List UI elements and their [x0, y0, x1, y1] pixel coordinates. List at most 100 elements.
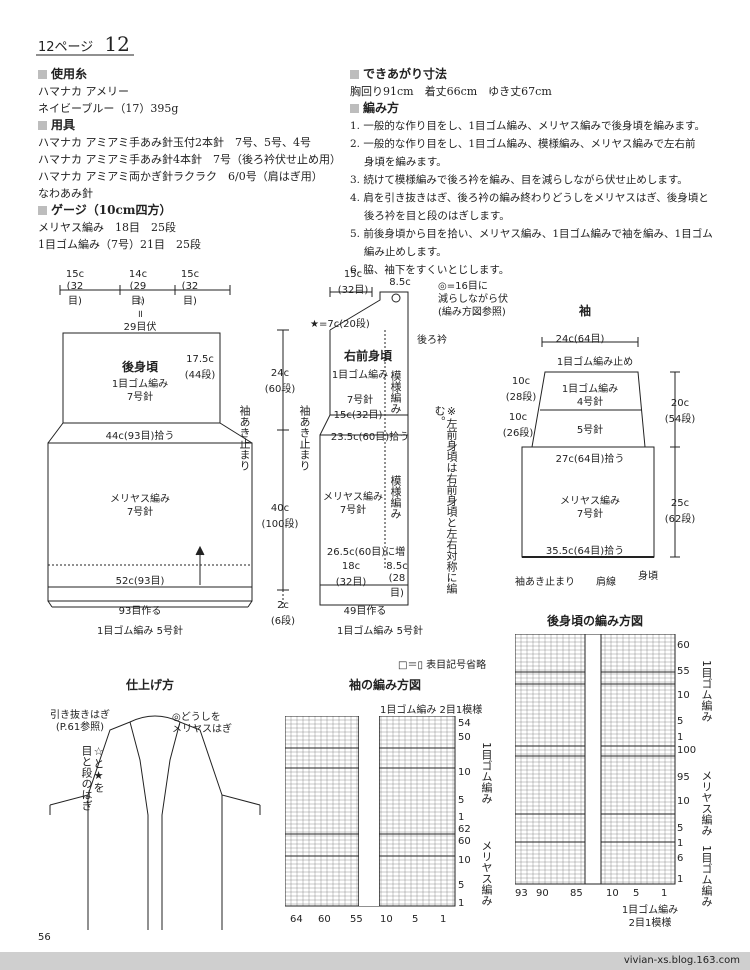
- sl-col-55: 55: [350, 914, 363, 925]
- gauge-line-2: 1目ゴム編み（7号）21目 25段: [38, 238, 201, 251]
- sl-row-54: 54: [458, 718, 471, 729]
- back-chart-title: 後身頃の編み方図: [546, 614, 643, 628]
- front-32st: (32目): [335, 577, 367, 588]
- reduce-note: ◎=16目に 減らしながら伏 (編み方図参照): [438, 281, 508, 318]
- dim-24c: 24c: [270, 368, 290, 379]
- method-step: 2. 一般的な作り目をし、1目ゴム編み、模様編み、メリヤス編みで左右前: [350, 138, 696, 150]
- front-rib-bottom: 1目ゴム編み 5号針: [337, 626, 423, 637]
- bk-col-90: 90: [536, 888, 549, 899]
- bk-mer-label: メリヤス編み: [700, 770, 713, 836]
- sl-col-64: 64: [290, 914, 303, 925]
- sl-row-60: 60: [458, 836, 471, 847]
- shoulder-line: 肩線: [596, 577, 616, 588]
- bk-col-93: 93: [515, 888, 528, 899]
- sleeve-rib: 1目ゴム編み: [561, 384, 619, 395]
- page-label: 12ページ: [38, 40, 94, 55]
- tools-line-1: ハマナカ アミアミ手あみ針玉付2本針 7号、5号、4号: [38, 136, 312, 149]
- front-w85: 8.5c: [389, 277, 411, 288]
- materials-block: 使用糸 ハマナカ アメリー ネイビーブルー（17）395g 用具 ハマナカ アミ…: [38, 66, 358, 253]
- bk-row-6: 6: [677, 853, 684, 864]
- hikinuki-note: 引き抜きはぎ (P.61参照): [50, 710, 110, 733]
- tools-line-4: なわあみ針: [38, 187, 93, 200]
- sl-row-c5: 5: [458, 880, 465, 891]
- front-w15-32: 15c(32目): [333, 410, 383, 421]
- sl-col-10: 10: [380, 914, 393, 925]
- center-dim-lines: [277, 329, 289, 610]
- sleeve-diagram: [521, 337, 680, 558]
- tools-line-3: ハマナカ アミアミ両かぎ針ラクラク 6/0号（肩はぎ用）: [38, 170, 323, 183]
- back-bindoff: 29目伏: [123, 322, 157, 333]
- tools-heading: 用具: [38, 117, 358, 134]
- finished-heading: できあがり寸法: [350, 66, 720, 83]
- method-step: 身頃を編みます。: [350, 156, 447, 168]
- sl-row-62: 62: [458, 824, 471, 835]
- sleeve-opening: 袖あき止まり: [515, 577, 575, 588]
- front-85c: 8.5c: [386, 561, 408, 572]
- method-block: できあがり寸法 胸回り91cm 着丈66cm ゆき丈67cm 編み方 1. 一般…: [350, 66, 720, 279]
- dim-60rows: (60段): [264, 384, 296, 395]
- symbol-legend: □＝▯ 表目記号省略: [398, 660, 487, 671]
- sleeve-mer: メリヤス編み: [560, 496, 620, 507]
- dim-6rows: (6段): [270, 616, 296, 627]
- dim-2c: 2c: [277, 600, 289, 611]
- bk-col-5: 5: [633, 888, 640, 899]
- sleeve-opening-right: 袖あき止まり: [298, 405, 311, 471]
- star-white-icon: ☆: [135, 296, 145, 307]
- method-step: 1. 一般的な作り目をし、1目ゴム編み、メリヤス編みで後身頃を編みます。: [350, 120, 705, 132]
- sleeve-knit-chart: [285, 716, 456, 907]
- sl-row-1: 1: [458, 812, 465, 823]
- dim-100rows: (100段): [261, 519, 299, 530]
- bk-row-95: 95: [677, 772, 690, 783]
- front-pattern-1: 模様編み: [389, 370, 402, 414]
- bk-row-60: 60: [677, 640, 690, 651]
- front-body-diagram: [319, 287, 409, 606]
- method-heading: 編み方: [350, 100, 720, 117]
- sleeve-chart-top-label: 1目ゴム編み 2目1模様: [380, 705, 483, 716]
- sleeve-mer-needle: 7号針: [576, 509, 604, 520]
- front-mer-needle: 7号針: [339, 505, 367, 516]
- sleeve-ribstop: 1目ゴム編み止め: [556, 357, 634, 368]
- sl-col-1: 1: [440, 914, 447, 925]
- back-w2-st: (29目): [129, 281, 147, 307]
- back-hem: 52c(93目): [115, 576, 165, 587]
- header-underline: [36, 54, 134, 56]
- sleeve-28rows: (28段): [505, 392, 537, 403]
- front-title: 右前身頃: [343, 349, 392, 363]
- bk-row-1b: 1: [677, 838, 684, 849]
- left-front-note: ※左前身頃は右前身頃と左右対称に編む。: [433, 405, 458, 594]
- sl-rib-label: 1目ゴム編み: [480, 742, 493, 804]
- back-w3-st: (32目): [181, 281, 199, 307]
- front-pick: 23.5c(60目)拾う: [330, 432, 410, 443]
- sl-row-c1: 1: [458, 898, 465, 909]
- bk-row-55: 55: [677, 666, 690, 677]
- front-increase: 26.5c(60目)に増: [326, 547, 406, 558]
- sl-col-5: 5: [412, 914, 419, 925]
- method-step: 3. 続けて模様編みで後ろ衿を編み、目を減らしながら伏せ止めします。: [350, 174, 688, 186]
- back-pick: 44c(93目)拾う: [105, 431, 175, 442]
- bk-col-1: 1: [661, 888, 668, 899]
- bk-col-85: 85: [570, 888, 583, 899]
- back-needle: 7号針: [126, 392, 154, 403]
- finished-line: 胸回り91cm 着丈66cm ゆき丈67cm: [350, 85, 552, 98]
- method-step: 4. 肩を引き抜きはぎ、後ろ衿の編み終わりどうしをメリヤスはぎ、後身頃と: [350, 192, 709, 204]
- footer-bar: vivian-xs.blog.163.com: [0, 952, 750, 970]
- front-pattern-2: 模様編み: [389, 475, 402, 519]
- method-step: 6. 脇、袖下をすくいとじします。: [350, 264, 510, 276]
- sleeve-10a: 10c: [511, 376, 531, 387]
- body-label: 身頃: [638, 571, 658, 582]
- sleeve-needle5: 5号針: [576, 425, 604, 436]
- sl-row-5: 5: [458, 795, 465, 806]
- front-w15: 15c: [343, 269, 363, 280]
- bk-row-1: 1: [677, 732, 684, 743]
- finishing-title: 仕上げ方: [125, 678, 174, 692]
- sleeve-pick: 35.5c(64目)拾う: [545, 546, 625, 557]
- sleeve-62rows: (62段): [664, 514, 696, 525]
- bk-row-100: 100: [677, 745, 697, 756]
- bk-rib2-label: 1目ゴム編み: [700, 845, 713, 907]
- back-side-len: 17.5c: [186, 354, 214, 365]
- bk-row-1c: 1: [677, 874, 684, 885]
- back-w1-st: (32目): [66, 281, 84, 307]
- back-rib: 1目ゴム編み: [111, 379, 169, 390]
- sleeve-chart-title: 袖の編み方図: [348, 678, 421, 692]
- back-title: 後身頃: [121, 360, 158, 374]
